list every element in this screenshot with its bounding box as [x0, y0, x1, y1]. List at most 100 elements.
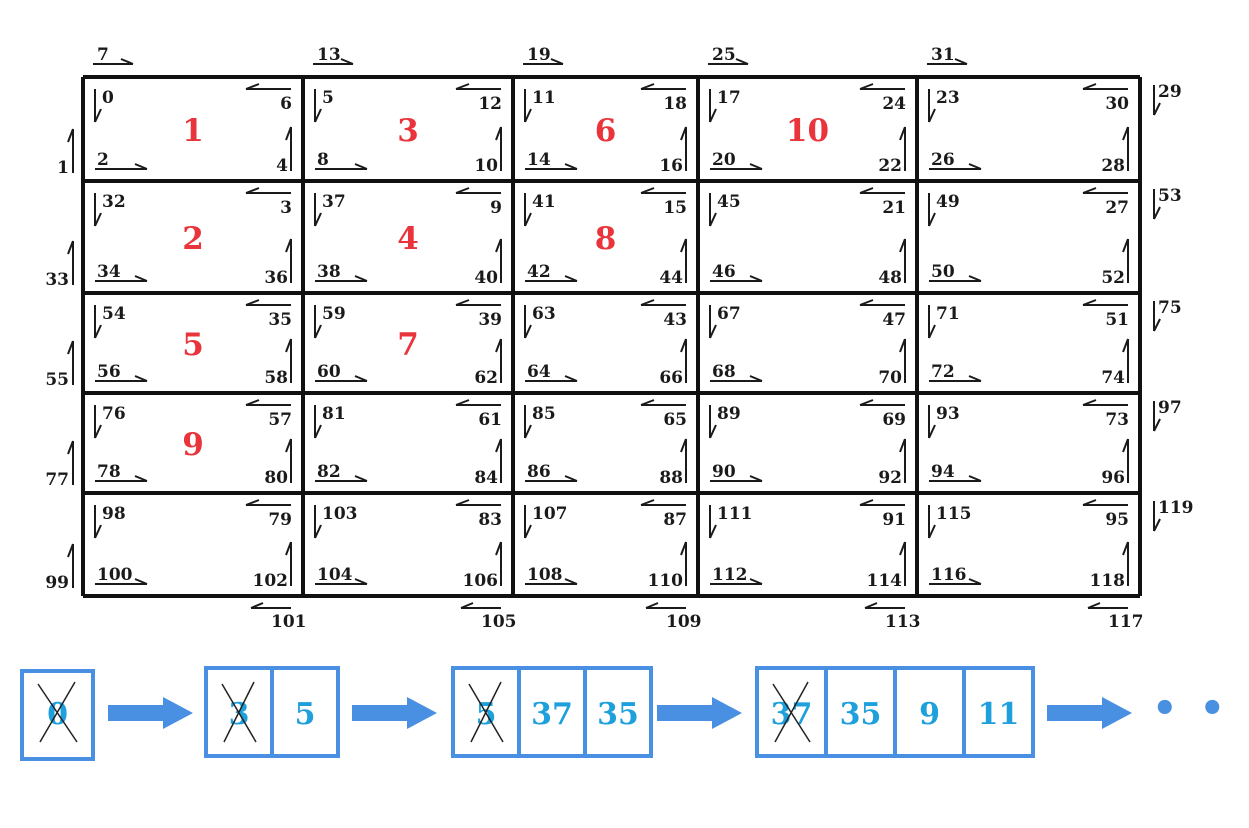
edge-arrow-down: [928, 193, 936, 227]
edge-arrow-left: [245, 399, 291, 406]
edge-arrow-right: [710, 275, 763, 282]
edge-arrow-left: [455, 299, 501, 306]
edge-arrow-up: [680, 338, 687, 383]
edge-label-tl: 0: [102, 88, 114, 108]
edge-label-tl: 85: [532, 404, 556, 424]
edge-label-br: 96: [1101, 468, 1125, 488]
edge-arrow-up: [67, 240, 74, 285]
next-step-arrow: [657, 697, 742, 729]
left-edge-label: 55: [45, 370, 69, 390]
edge-label-br: 80: [264, 468, 288, 488]
edge-arrow-left: [245, 83, 291, 90]
cell-number: 7: [397, 327, 419, 363]
cell-number: 1: [182, 113, 204, 149]
edge-arrow-down: [709, 505, 717, 539]
edge-label-bl: 56: [97, 362, 121, 382]
edge-label-bl: 116: [931, 565, 967, 585]
edge-label-tl: 76: [102, 404, 126, 424]
top-edge-label: 25: [712, 45, 736, 65]
edge-arrow-right: [710, 375, 763, 382]
edge-arrow-up: [285, 541, 292, 586]
queue-box: [824, 666, 897, 758]
queue-item: 37: [771, 697, 813, 732]
edge-label-tr: 30: [1105, 94, 1129, 114]
edge-label-bl: 26: [931, 150, 955, 170]
cell-number: 8: [595, 221, 617, 257]
edge-arrow-right: [929, 163, 982, 170]
edge-arrow-right: [313, 58, 354, 65]
edge-arrow-left: [1082, 83, 1128, 90]
edge-label-br: 70: [878, 368, 902, 388]
edge-label-bl: 108: [527, 565, 563, 585]
edge-label-tl: 93: [936, 404, 960, 424]
edge-arrow-down: [524, 89, 532, 123]
queue-box: [893, 666, 966, 758]
edge-label-tl: 59: [322, 304, 346, 324]
cross-mark: [772, 681, 811, 743]
next-step-arrow: [1047, 697, 1132, 729]
edge-arrow-down: [709, 305, 717, 339]
edge-arrow-down: [1153, 85, 1161, 116]
edge-arrow-down: [1153, 189, 1161, 220]
edge-arrow-up: [1122, 126, 1129, 171]
top-edge-label: 31: [931, 45, 955, 65]
queue-item: 11: [978, 697, 1020, 732]
edge-label-tr: 3: [280, 198, 292, 218]
edge-arrow-right: [315, 578, 368, 585]
edge-arrow-left: [1082, 499, 1128, 506]
edge-arrow-left: [250, 602, 291, 609]
edge-arrow-down: [94, 193, 102, 227]
edge-label-bl: 68: [712, 362, 736, 382]
edge-label-bl: 72: [931, 362, 955, 382]
queue-box: [20, 669, 95, 761]
edge-label-br: 48: [878, 268, 902, 288]
edge-label-br: 74: [1101, 368, 1125, 388]
edge-label-tr: 18: [663, 94, 687, 114]
edge-label-tl: 54: [102, 304, 126, 324]
edge-arrow-down: [314, 305, 322, 339]
edge-arrow-right: [929, 578, 982, 585]
edge-arrow-up: [899, 438, 906, 483]
edge-arrow-down: [94, 505, 102, 539]
edge-label-bl: 8: [317, 150, 329, 170]
edge-label-br: 44: [659, 268, 683, 288]
edge-arrow-up: [285, 338, 292, 383]
edge-label-br: 66: [659, 368, 683, 388]
edge-arrow-up: [285, 126, 292, 171]
next-step-arrow: [108, 697, 193, 729]
edge-label-bl: 34: [97, 262, 121, 282]
edge-label-tr: 9: [490, 198, 502, 218]
edge-label-tl: 71: [936, 304, 960, 324]
edge-arrow-up: [680, 541, 687, 586]
edge-arrow-down: [928, 505, 936, 539]
edge-arrow-down: [709, 193, 717, 227]
edge-arrow-up: [899, 541, 906, 586]
queue-item: 37: [531, 697, 573, 732]
edge-label-tl: 89: [717, 404, 741, 424]
edge-arrow-right: [525, 375, 578, 382]
edge-label-tr: 83: [478, 510, 502, 530]
edge-arrow-left: [640, 83, 686, 90]
edge-arrow-up: [1122, 238, 1129, 283]
cell-number: 5: [182, 327, 204, 363]
edge-arrow-up: [495, 338, 502, 383]
edge-label-tr: 6: [280, 94, 292, 114]
edge-label-bl: 38: [317, 262, 341, 282]
edge-arrow-left: [859, 399, 905, 406]
edge-arrow-right: [710, 475, 763, 482]
edge-arrow-up: [899, 238, 906, 283]
edge-label-tr: 47: [882, 310, 906, 330]
edge-arrow-left: [859, 83, 905, 90]
edge-label-br: 118: [1090, 571, 1126, 591]
edge-label-tr: 27: [1105, 198, 1129, 218]
